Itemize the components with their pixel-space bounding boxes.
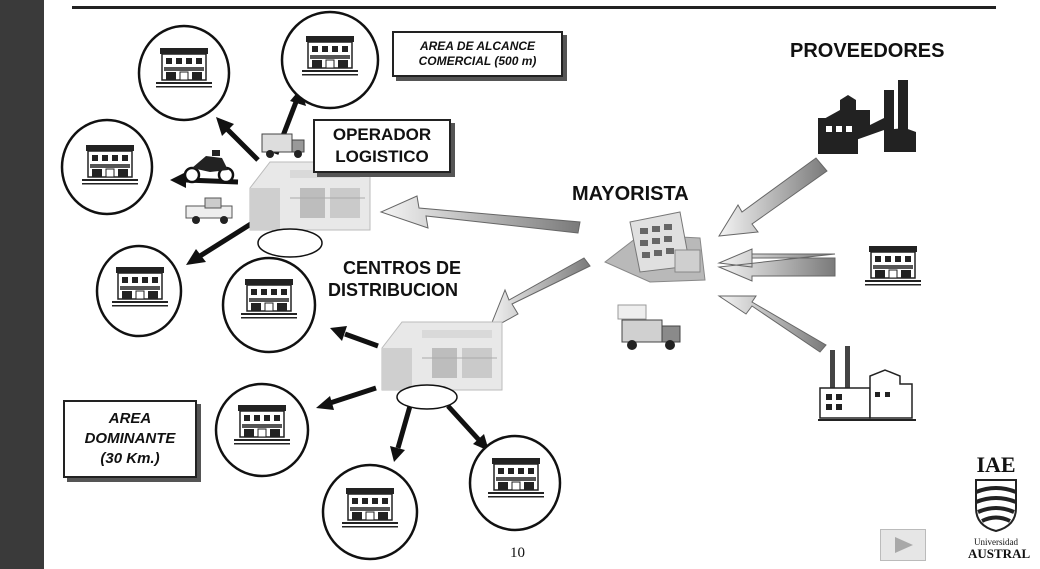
store-circle-5	[221, 256, 317, 354]
pickup-icon	[185, 197, 233, 224]
factory-icon	[818, 346, 916, 421]
store-circle-7	[321, 463, 419, 561]
area-alcance-line2: COMERCIAL (500 m)	[418, 54, 537, 68]
top-rule	[72, 6, 996, 9]
logo-middle-text: Universidad	[974, 537, 1018, 547]
logo-top-text: IAE	[976, 452, 1016, 477]
black-arrows-centros	[316, 326, 489, 462]
operador-ring	[257, 228, 323, 258]
label-centros-line1: CENTROS DE	[343, 258, 462, 278]
left-sidebar-bar	[0, 0, 44, 569]
next-slide-button[interactable]	[880, 529, 926, 561]
truck-icon	[617, 304, 681, 350]
label-proveedores: PROVEEDORES	[790, 40, 945, 62]
warehouse-icon	[381, 321, 503, 391]
logo-bottom-text: AUSTRAL	[968, 546, 1031, 561]
arrow-mayorista-to-operador	[379, 195, 581, 234]
next-arrow-icon	[895, 537, 913, 553]
arrow-proveedor1-to-mayorista	[718, 157, 828, 237]
operador-line2: LOGISTICO	[335, 147, 429, 166]
area-dominante-line3: (30 Km.)	[100, 450, 160, 467]
label-mayorista: MAYORISTA	[572, 183, 689, 205]
store-circle-6	[214, 382, 310, 478]
store-circle-1	[137, 24, 231, 122]
iae-austral-logo: IAE Universidad AUSTRAL	[968, 452, 1031, 561]
motorcycle-icon	[183, 150, 235, 184]
store-circle-4	[95, 244, 183, 338]
centros-ring	[396, 384, 458, 410]
factory-icon	[818, 80, 916, 154]
operador-line1: OPERADOR	[332, 125, 432, 144]
area-dominante-box: AREA DOMINANTE (30 Km.)	[63, 400, 197, 478]
truck-icon	[261, 133, 305, 158]
operador-logistico-box: OPERADOR LOGISTICO	[313, 119, 451, 173]
store-circle-2	[280, 10, 380, 110]
store-circle-8	[468, 434, 562, 532]
arrow-proveedor3-to-mayorista	[717, 295, 827, 353]
label-centros-line2: DISTRIBUCION	[328, 280, 458, 300]
area-dominante-line2: DOMINANTE	[84, 430, 176, 447]
area-alcance-line1: AREA DE ALCANCE	[419, 39, 536, 53]
office-building-icon	[604, 211, 706, 283]
store-circle-3	[60, 118, 154, 216]
arrow-mayorista-to-centros	[488, 257, 591, 332]
shield-icon	[975, 479, 1017, 533]
page-number: 10	[510, 545, 525, 561]
area-alcance-box: AREA DE ALCANCE COMERCIAL (500 m)	[392, 31, 563, 77]
area-dominante-line1: AREA	[108, 410, 152, 427]
arrow-proveedor2-to-mayorista	[717, 248, 836, 282]
store-icon	[864, 245, 922, 287]
